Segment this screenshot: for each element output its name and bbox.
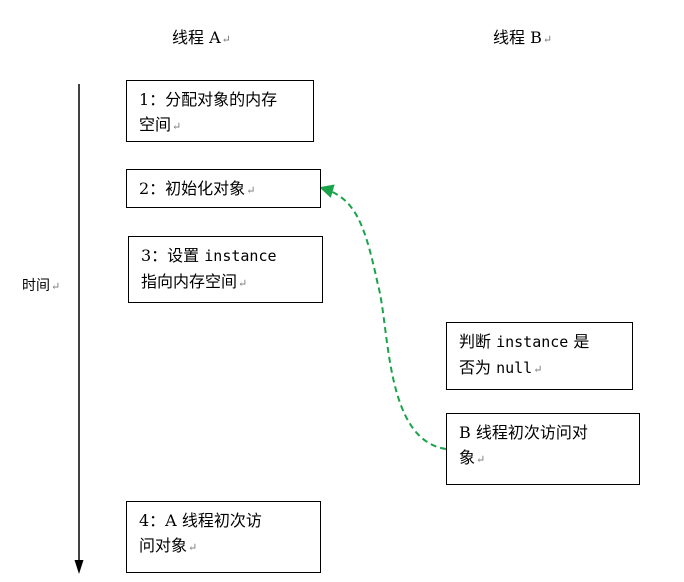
step-text: 问对象 [139, 536, 188, 555]
time-axis-label-text: 时间 [22, 278, 50, 294]
step-text: 是 [568, 332, 590, 351]
step-line: 4：A 线程初次访 [139, 508, 308, 533]
step-text: 4：A 线程初次访 [139, 511, 262, 530]
paragraph-mark-icon: ↵ [221, 33, 231, 46]
step-line: 1：分配对象的内存 [139, 87, 301, 112]
time-axis-label: 时间↵ [22, 275, 60, 295]
step-line: 象↵ [459, 445, 627, 472]
thread-a-step-4: 4：A 线程初次访 问对象↵ [126, 501, 321, 573]
code-text: null [496, 359, 533, 377]
timeline-arrow [74, 84, 84, 574]
paragraph-mark-icon: ↵ [542, 33, 553, 46]
paragraph-mark-icon: ↵ [51, 280, 61, 293]
step-line: B 线程初次访问对 [459, 420, 627, 445]
step-text: 判断 [459, 332, 497, 351]
thread-b-header-text: 线程 B [493, 28, 542, 47]
thread-a-header-text: 线程 A [172, 28, 221, 47]
step-line: 问对象↵ [139, 533, 308, 560]
step-line: 空间↵ [139, 112, 301, 139]
thread-b-step-1: 判断 instance 是 否为 null↵ [446, 322, 633, 390]
step-line: 否为 null↵ [459, 355, 620, 382]
paragraph-mark-icon: ↵ [246, 184, 256, 197]
thread-a-step-3: 3：设置 instance 指向内存空间↵ [128, 236, 323, 303]
step-text: 空间 [139, 115, 172, 134]
thread-b-step-2: B 线程初次访问对 象↵ [446, 413, 640, 485]
thread-b-header: 线程 B↵ [493, 24, 552, 48]
code-text: instance [496, 333, 569, 351]
step-text: 否为 [459, 358, 497, 377]
step-line: 3：设置 instance [141, 243, 310, 269]
paragraph-mark-icon: ↵ [188, 541, 198, 554]
step-line: 判断 instance 是 [459, 329, 620, 355]
thread-a-step-2: 2：初始化对象↵ [126, 169, 321, 208]
step-text: 象 [459, 448, 476, 467]
step-text: 3：设置 [141, 246, 205, 265]
step-text: B 线程初次访问对 [459, 423, 588, 442]
paragraph-mark-icon: ↵ [172, 120, 182, 133]
paragraph-mark-icon: ↵ [476, 453, 486, 466]
step-text: 指向内存空间 [141, 272, 238, 291]
code-text: instance [204, 247, 277, 265]
paragraph-mark-icon: ↵ [238, 277, 248, 290]
dependency-arrow-dashed [319, 184, 447, 450]
thread-a-header: 线程 A↵ [172, 24, 231, 48]
thread-a-step-1: 1：分配对象的内存 空间↵ [126, 80, 314, 142]
step-text: 1：分配对象的内存 [139, 90, 278, 109]
step-text: 2：初始化对象 [139, 179, 246, 198]
timeline-arrowhead-icon [74, 560, 84, 574]
step-line: 指向内存空间↵ [141, 269, 310, 296]
step-line: 2：初始化对象↵ [139, 176, 308, 203]
paragraph-mark-icon: ↵ [533, 363, 543, 376]
